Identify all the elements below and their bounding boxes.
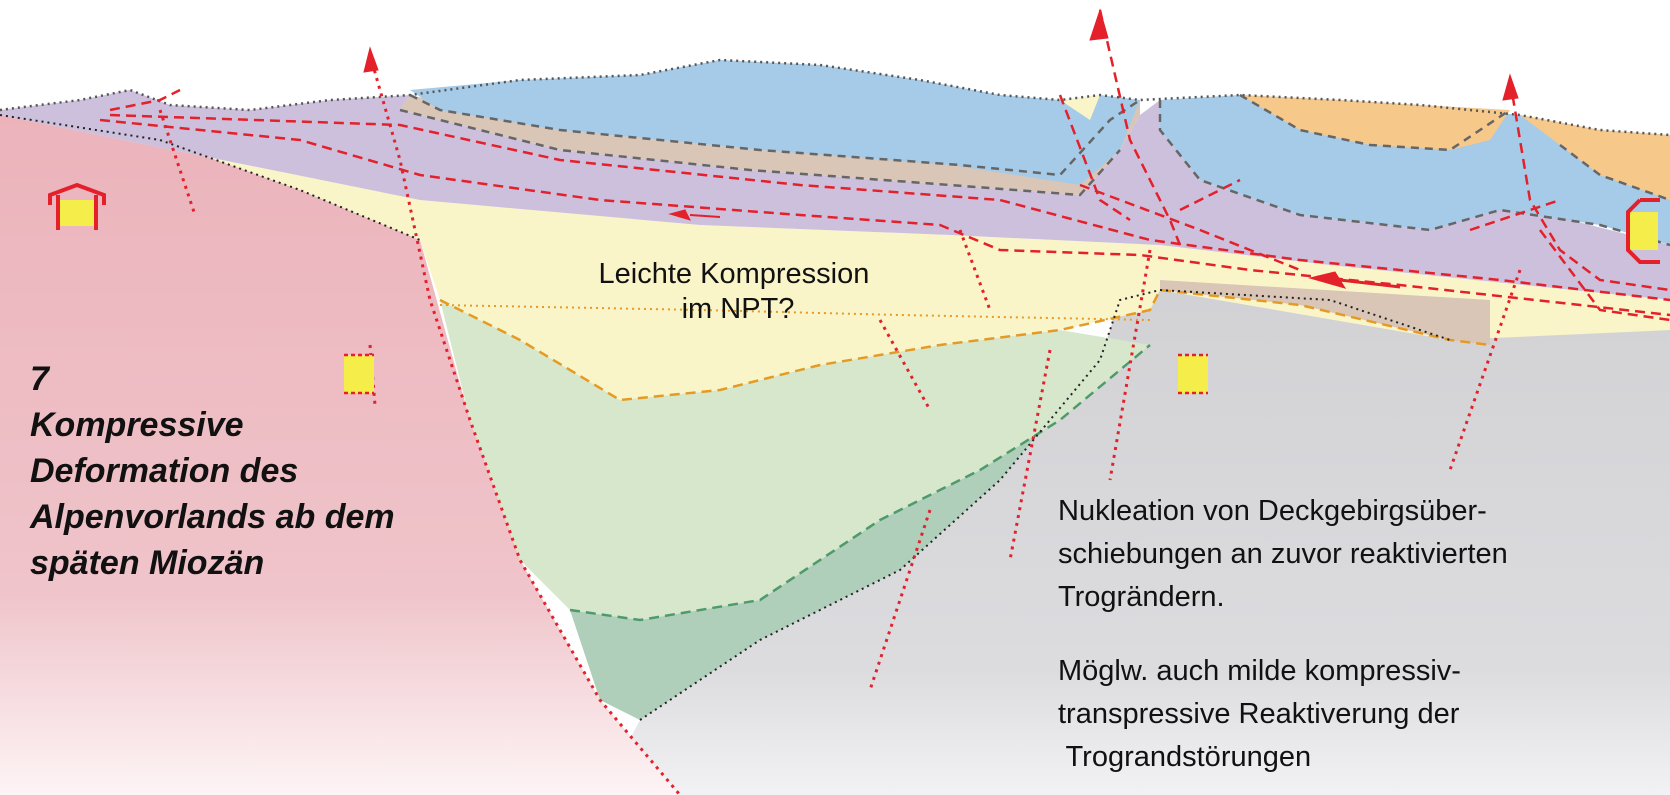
orange-dashed-boundary <box>439 288 1491 402</box>
orange-layer <box>1240 95 1510 150</box>
layer-boundaries <box>399 93 1670 247</box>
marker-edge <box>1628 212 1658 250</box>
fault-arrows <box>363 8 1519 289</box>
green-dark-layer <box>570 345 1150 720</box>
tan-band <box>400 95 1140 195</box>
marker-left <box>344 355 374 393</box>
arrow-up-icon-left <box>363 46 379 73</box>
marker-top-left <box>58 200 96 226</box>
green-light-layer <box>440 300 1150 620</box>
arrow-up-icon <box>1089 8 1109 41</box>
arrow-up-icon-right <box>1502 73 1519 101</box>
green-dashed-boundary <box>569 344 1151 622</box>
marker-symbols <box>48 182 1660 395</box>
stage-label: 7 Kompressive Deformation des Alpenvorla… <box>29 360 404 582</box>
marker-right <box>1178 355 1208 393</box>
center-label: Leichte Kompression im NPT? <box>599 258 878 325</box>
orange-layer-right <box>1520 115 1670 200</box>
tan-wedge <box>1160 280 1490 345</box>
blue-layer-right <box>1160 95 1670 245</box>
yellow-layer <box>0 115 1670 400</box>
arrow-left-icon <box>1308 271 1347 289</box>
orange-dotted-boundary <box>439 304 1151 321</box>
purple-layer <box>0 90 1670 300</box>
grey-basement <box>600 290 1670 795</box>
red-basement <box>0 115 680 795</box>
note-reactivation: Möglw. auch milde kompressiv- transpress… <box>1058 655 1461 773</box>
arrow-left-icon-small <box>668 209 691 221</box>
blue-layer <box>410 60 1140 185</box>
yellow-patch <box>1060 95 1100 120</box>
thrusts-dashed <box>99 9 1670 322</box>
note-nucleation: Nukleation von Deckgebirgsüber- schiebun… <box>1058 495 1516 613</box>
